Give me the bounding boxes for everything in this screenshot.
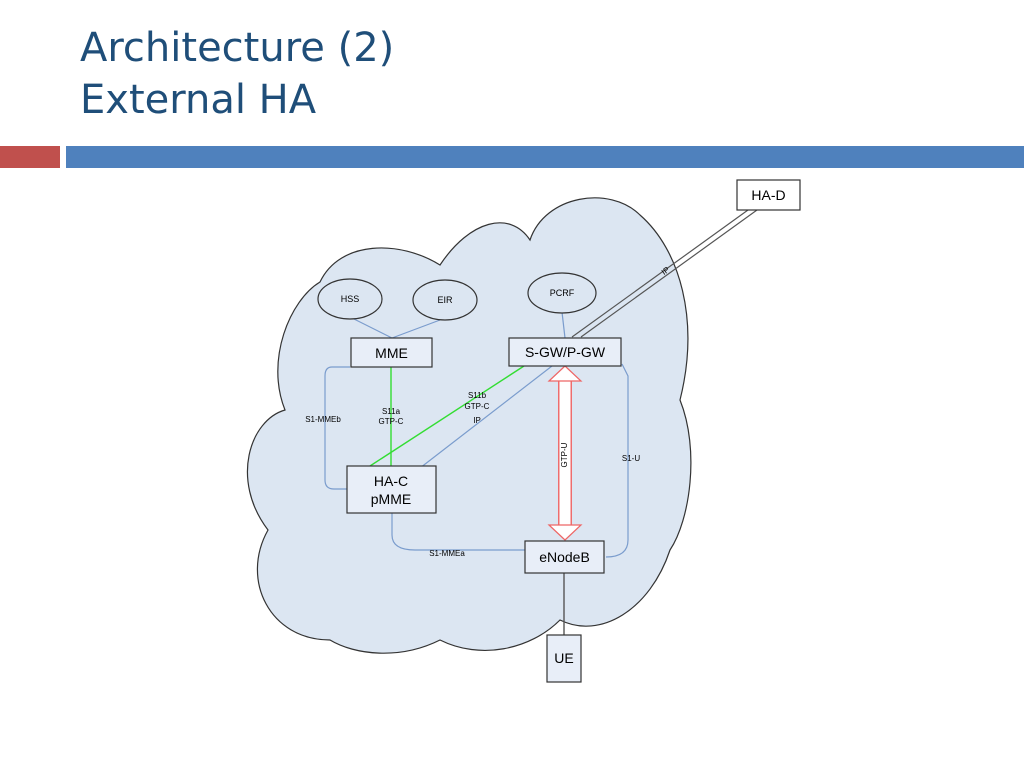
gtp-u-arrowhead-top — [547, 365, 583, 382]
ha-c-label-line1: HA-C — [374, 473, 408, 489]
s11b-label-line2: GTP-C — [465, 402, 490, 411]
link-s1-mmeb — [324, 366, 350, 490]
s1-mmea-label: S1-MMEa — [429, 549, 465, 558]
link-s1-u — [605, 363, 629, 558]
s1-u-label: S1-U — [622, 454, 640, 463]
s11b-label-line1: S11b — [468, 391, 487, 400]
ue-node — [546, 634, 582, 683]
link-s1-mmea — [391, 513, 525, 551]
hss-node — [317, 278, 383, 320]
link-s11b — [369, 365, 525, 467]
slide-title: Architecture (2) External HA — [80, 22, 394, 126]
title-line-2: External HA — [80, 77, 317, 123]
s11a-label-line1: S11a — [382, 407, 401, 416]
link-eir-mme — [391, 319, 441, 339]
link-ip-tunnel-a — [571, 209, 749, 338]
mme-node — [350, 337, 433, 368]
accent-bar-red — [0, 146, 60, 168]
link-ip-hac-sgw — [419, 365, 553, 469]
s1-mmeb-label: S1-MMEb — [305, 415, 341, 424]
accent-bar-blue — [66, 146, 1024, 168]
gtp-u-arrowhead-bottom — [547, 524, 583, 541]
eir-label: EIR — [437, 295, 453, 305]
s11b-label-line3: IP — [473, 416, 481, 425]
link-pcrf-sgw — [561, 311, 566, 339]
sgw-pgw-label: S-GW/P-GW — [525, 344, 606, 360]
gtp-u-label: GTP-U — [560, 442, 569, 467]
link-ip-tunnel-b — [580, 209, 758, 338]
ha-d-label: HA-D — [751, 187, 785, 203]
enodeb-label: eNodeB — [539, 549, 590, 565]
ha-c-node — [346, 465, 437, 514]
network-cloud — [246, 197, 692, 654]
ha-c-label-line2: pMME — [371, 491, 411, 507]
eir-node — [412, 279, 478, 321]
mme-label: MME — [375, 345, 408, 361]
pcrf-label: PCRF — [550, 288, 575, 298]
hss-label: HSS — [341, 294, 360, 304]
ha-d-node — [736, 179, 801, 211]
title-line-1: Architecture (2) — [80, 25, 395, 71]
ue-label: UE — [554, 650, 573, 666]
s11a-label-line2: GTP-C — [379, 417, 404, 426]
enodeb-node — [524, 540, 605, 574]
ip-label: IP — [660, 265, 671, 277]
sgw-pgw-node — [508, 337, 622, 367]
pcrf-node — [527, 272, 597, 314]
link-hss-mme — [351, 317, 393, 339]
